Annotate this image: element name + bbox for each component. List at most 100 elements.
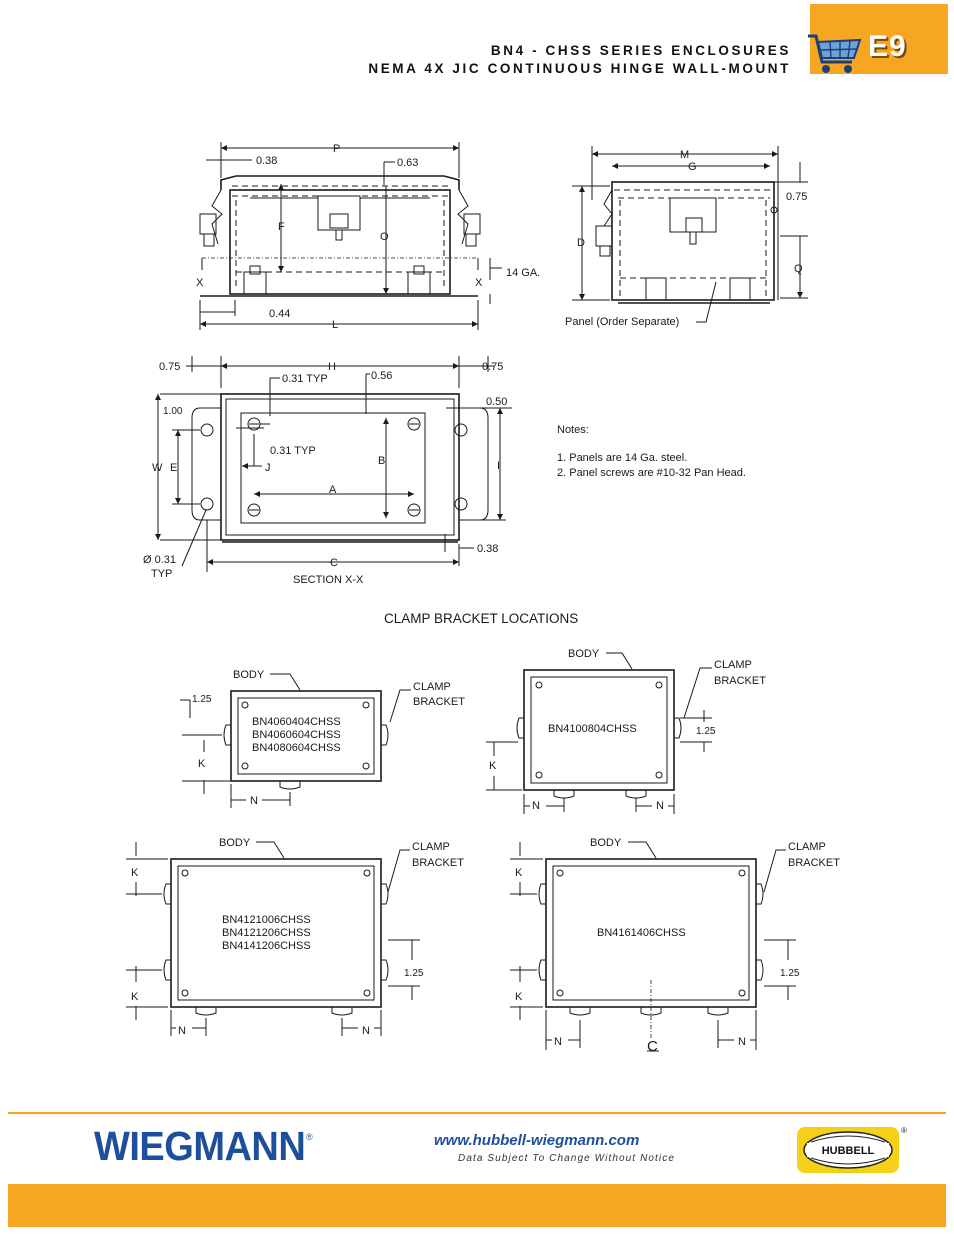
dim-diameter-typ: TYP — [151, 568, 172, 580]
drawing-label: CLAMP — [413, 681, 451, 693]
dim-031-typ: 0.31 TYP — [282, 373, 328, 385]
dim-a: A — [329, 484, 337, 496]
drawing-label: BN4060404CHSS — [252, 716, 341, 728]
notes: Notes: 1. Panels are 14 Ga. steel. 2. Pa… — [557, 424, 746, 479]
drawing-label: BRACKET — [788, 857, 840, 869]
disclaimer: Data Subject To Change Without Notice — [458, 1153, 676, 1164]
drawing-label: K — [131, 991, 139, 1003]
drawing-label: BN4121006CHSS — [222, 914, 311, 926]
dim-diameter: Ø 0.31 — [143, 554, 176, 566]
drawing-label: 1.25 — [696, 726, 716, 737]
panel-label: Panel (Order Separate) — [565, 316, 679, 328]
clamp-diagram-d: BODY BN4161406CHSS CLAMP BRACKET C K K — [510, 837, 840, 1055]
dim-j: J — [265, 462, 271, 474]
drawing-label: CLAMP — [412, 841, 450, 853]
registered-mark: ® — [306, 1132, 313, 1142]
drawing-label: BN4141206CHSS — [222, 940, 311, 952]
dim-m: M — [680, 149, 689, 161]
drawing-label: BN4100804CHSS — [548, 723, 637, 735]
drawing-label: N — [738, 1036, 746, 1048]
notes-heading: Notes: — [557, 424, 589, 436]
drawing-label: C — [647, 1038, 658, 1055]
dim-b: B — [378, 455, 385, 467]
dim-q: Q — [794, 263, 803, 275]
wiegmann-logo: WIEGMANN — [94, 1124, 306, 1170]
drawing-label: N — [554, 1036, 562, 1048]
drawing-label: BN4060604CHSS — [252, 729, 341, 741]
dim-f: F — [278, 221, 285, 233]
drawing-label: 1.25 — [780, 968, 800, 979]
clamp-diagram-b: BODY BN4100804CHSS CLAMP BRACKET 1.25 K … — [486, 648, 766, 814]
note-2: 2. Panel screws are #10-32 Pan Head. — [557, 467, 746, 479]
dim-h: H — [328, 361, 336, 373]
drawing-label: K — [131, 867, 139, 879]
dim-100: 1.00 — [163, 406, 183, 417]
drawing-label: BODY — [219, 837, 251, 849]
drawing-label: N — [532, 800, 540, 812]
clamp-diagram-a: BODY BN4060404CHSS BN4060604CHSS BN40806… — [180, 669, 465, 808]
footer-bar — [8, 1184, 946, 1227]
dim-o: O — [380, 231, 389, 243]
dim-056: 0.56 — [371, 370, 392, 382]
drawing-label: K — [515, 991, 523, 1003]
page-title: BN4 - CHSS SERIES ENCLOSURES — [490, 43, 791, 58]
section-mark-x-left: X — [196, 277, 204, 289]
drawing-label: 1.25 — [404, 968, 424, 979]
section-mark-x-right: X — [475, 277, 483, 289]
clamp-heading: CLAMP BRACKET LOCATIONS — [384, 611, 578, 626]
dim-075-end: 0.75 — [786, 191, 807, 203]
dim-g: G — [688, 161, 697, 173]
hubbell-logo: HUBBELL — [797, 1127, 899, 1173]
technical-drawing: P 0.38 0.63 F O — [126, 142, 840, 1055]
hubbell-registered-mark: ® — [901, 1126, 907, 1135]
dim-e: E — [170, 462, 177, 474]
drawing-label: K — [489, 760, 497, 772]
dim-c: C — [330, 557, 338, 569]
side-view: P 0.38 0.63 F O — [196, 142, 540, 331]
drawing-label: 1.25 — [192, 694, 212, 705]
dim-14ga: 14 GA. — [506, 267, 540, 279]
dim-i: I — [497, 460, 500, 472]
drawing-label: K — [198, 758, 206, 770]
dim-038-section: 0.38 — [477, 543, 498, 555]
drawing-label: N — [178, 1025, 186, 1037]
drawing-label: BODY — [568, 648, 600, 660]
note-1: 1. Panels are 14 Ga. steel. — [557, 452, 687, 464]
website-link[interactable]: www.hubbell-wiegmann.com — [434, 1132, 640, 1149]
drawing-label: BRACKET — [413, 696, 465, 708]
dim-031-typ-b: 0.31 TYP — [270, 445, 316, 457]
end-view: M G 0.75 Q D Panel ( — [565, 146, 808, 328]
footer-rule — [8, 1112, 946, 1114]
drawing-label: CLAMP — [788, 841, 826, 853]
drawing-label: K — [515, 867, 523, 879]
drawing-label: BN4161406CHSS — [597, 927, 686, 939]
hubbell-wordmark: HUBBELL — [822, 1145, 875, 1157]
dim-p: P — [333, 143, 340, 155]
drawing-label: N — [362, 1025, 370, 1037]
page-subtitle: NEMA 4X JIC CONTINUOUS HINGE WALL-MOUNT — [368, 61, 791, 76]
shopping-cart-icon[interactable] — [806, 30, 864, 76]
drawing-label: BN4080604CHSS — [252, 742, 341, 754]
drawing-label: N — [250, 795, 258, 807]
dim-w: W — [152, 462, 163, 474]
section-caption: SECTION X-X — [293, 574, 364, 586]
drawing-label: N — [656, 800, 664, 812]
drawing-label: BODY — [233, 669, 265, 681]
dim-063: 0.63 — [397, 157, 418, 169]
drawing-label: BODY — [590, 837, 622, 849]
drawing-label: BRACKET — [412, 857, 464, 869]
dim-075-left: 0.75 — [159, 361, 180, 373]
drawing-label: BRACKET — [714, 675, 766, 687]
dim-d: D — [577, 237, 585, 249]
dim-044: 0.44 — [269, 308, 290, 320]
section-view: 0.75 H 0.75 0.31 TYP 0.56 0.50 — [143, 356, 512, 586]
dim-050: 0.50 — [486, 396, 507, 408]
drawing-label: CLAMP — [714, 659, 752, 671]
dim-038: 0.38 — [256, 155, 277, 167]
hubbell-emblem-icon: HUBBELL — [803, 1131, 893, 1169]
page-tab-label: E9 — [868, 30, 907, 63]
dim-075-right: 0.75 — [482, 361, 503, 373]
dim-l: L — [332, 319, 338, 331]
drawing-label: BN4121206CHSS — [222, 927, 311, 939]
clamp-diagram-c: BODY BN4121006CHSS BN4121206CHSS BN41412… — [126, 837, 464, 1037]
